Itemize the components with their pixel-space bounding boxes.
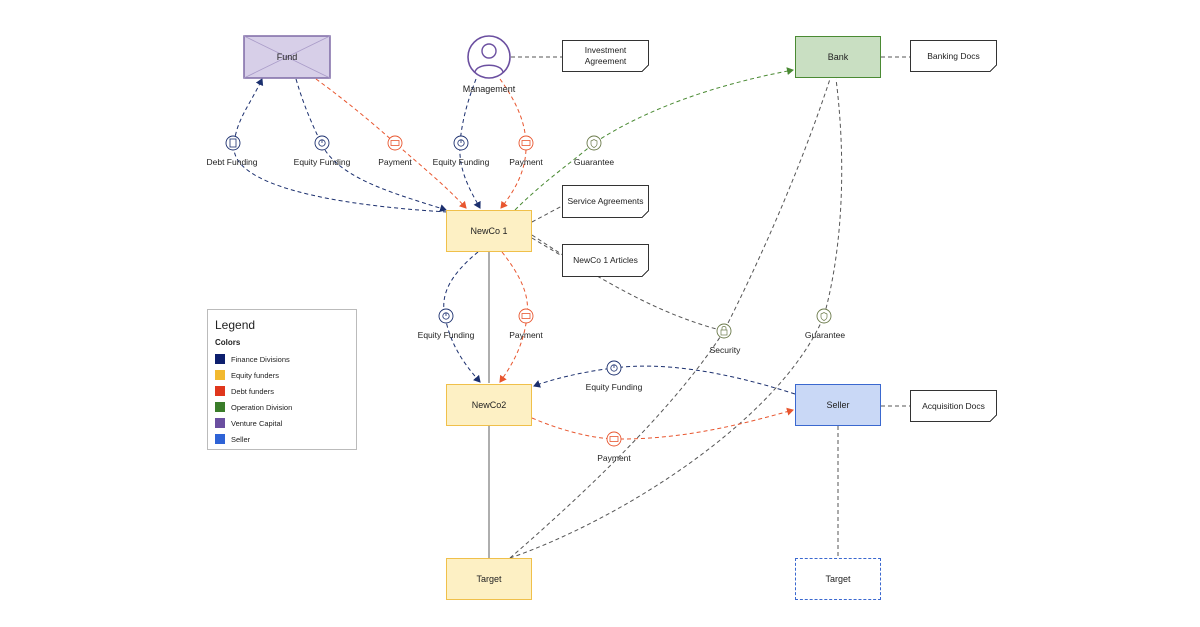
- legend-item-label: Operation Division: [231, 402, 293, 412]
- seller-node[interactable]: Seller: [795, 384, 881, 426]
- equity-funding-newco2-icon: [438, 308, 454, 324]
- debt-funding-edge: [233, 78, 448, 213]
- payment-mgmt-label: Payment: [509, 157, 543, 167]
- legend-subtitle: Colors: [215, 338, 241, 347]
- newco1-articles-link: [531, 237, 563, 257]
- fund-node[interactable]: [243, 35, 331, 79]
- newco2-node[interactable]: NewCo2: [446, 384, 532, 426]
- equity-funding-seller-label: Equity Funding: [585, 382, 643, 392]
- payment-seller-label: Payment: [597, 453, 631, 463]
- legend-title: Legend: [215, 318, 256, 332]
- target-right-node[interactable]: Target: [795, 558, 881, 600]
- debt-funding-icon: [225, 135, 241, 151]
- guarantee-bank-label: Guarantee: [573, 157, 615, 167]
- legend-swatch: [215, 370, 225, 380]
- legend-item-label: Venture Capital: [231, 418, 283, 428]
- guarantee-bank-edge: [514, 67, 794, 211]
- equity-funding-newco2-edge: [443, 251, 481, 383]
- security-edge-b: [509, 78, 831, 559]
- legend-item-label: Debt funders: [231, 386, 274, 396]
- newco1-node[interactable]: NewCo 1: [446, 210, 532, 252]
- banking-docs-doc[interactable]: Banking Docs: [910, 40, 997, 72]
- equity-funding-mgmt-icon: [453, 135, 469, 151]
- legend-item: Equity funders: [215, 367, 349, 383]
- newco1-articles-doc[interactable]: NewCo 1 Articles: [562, 244, 649, 277]
- legend-item: Operation Division: [215, 399, 349, 415]
- security-label: Security: [709, 345, 741, 355]
- guarantee-bank-icon: [586, 135, 602, 151]
- payment-newco2-label: Payment: [509, 330, 543, 340]
- payment-newco2-icon: [518, 308, 534, 324]
- payment-mgmt-icon: [518, 135, 534, 151]
- payment-fund-icon: [387, 135, 403, 151]
- fund-label: Fund: [276, 52, 298, 62]
- equity-funding-newco2-label: Equity Funding: [417, 330, 475, 340]
- equity-funding-mgmt-label: Equity Funding: [432, 157, 490, 167]
- security-icon: [716, 323, 732, 339]
- payment-seller-edge: [531, 407, 794, 440]
- payment-seller-icon: [606, 431, 622, 447]
- investment-agreement-doc[interactable]: Investment Agreement: [562, 40, 649, 72]
- legend-swatch: [215, 434, 225, 444]
- guarantee-seller-edge: [509, 78, 843, 559]
- newco1-service-link: [531, 205, 563, 223]
- management-avatar-icon[interactable]: [467, 35, 511, 79]
- debt-funding-label: Debt Funding: [206, 157, 258, 167]
- legend-item: Venture Capital: [215, 415, 349, 431]
- legend-item: Seller: [215, 431, 349, 447]
- bank-node[interactable]: Bank: [795, 36, 881, 78]
- management-label: Management: [462, 84, 516, 94]
- guarantee-seller-icon: [816, 308, 832, 324]
- legend-item: Debt funders: [215, 383, 349, 399]
- security-edge-a: [531, 234, 725, 332]
- equity-funding-seller-icon: [606, 360, 622, 376]
- equity-funding-seller-edge: [533, 365, 796, 395]
- legend-item-label: Seller: [231, 434, 251, 444]
- legend-item: Finance Divisions: [215, 351, 349, 367]
- legend-swatch: [215, 354, 225, 364]
- equity-funding-fund-label: Equity Funding: [293, 157, 351, 167]
- equity-funding-fund-icon: [314, 135, 330, 151]
- target-left-node[interactable]: Target: [446, 558, 532, 600]
- guarantee-seller-label: Guarantee: [804, 330, 846, 340]
- payment-fund-label: Payment: [378, 157, 412, 167]
- legend-item-label: Equity funders: [231, 370, 279, 380]
- equity-funding-fund-edge: [295, 78, 447, 212]
- legend-swatch: [215, 418, 225, 428]
- legend-item-label: Finance Divisions: [231, 354, 290, 364]
- legend-swatch: [215, 386, 225, 396]
- acquisition-docs-doc[interactable]: Acquisition Docs: [910, 390, 997, 422]
- legend-swatch: [215, 402, 225, 412]
- service-agreements-doc[interactable]: Service Agreements: [562, 185, 649, 218]
